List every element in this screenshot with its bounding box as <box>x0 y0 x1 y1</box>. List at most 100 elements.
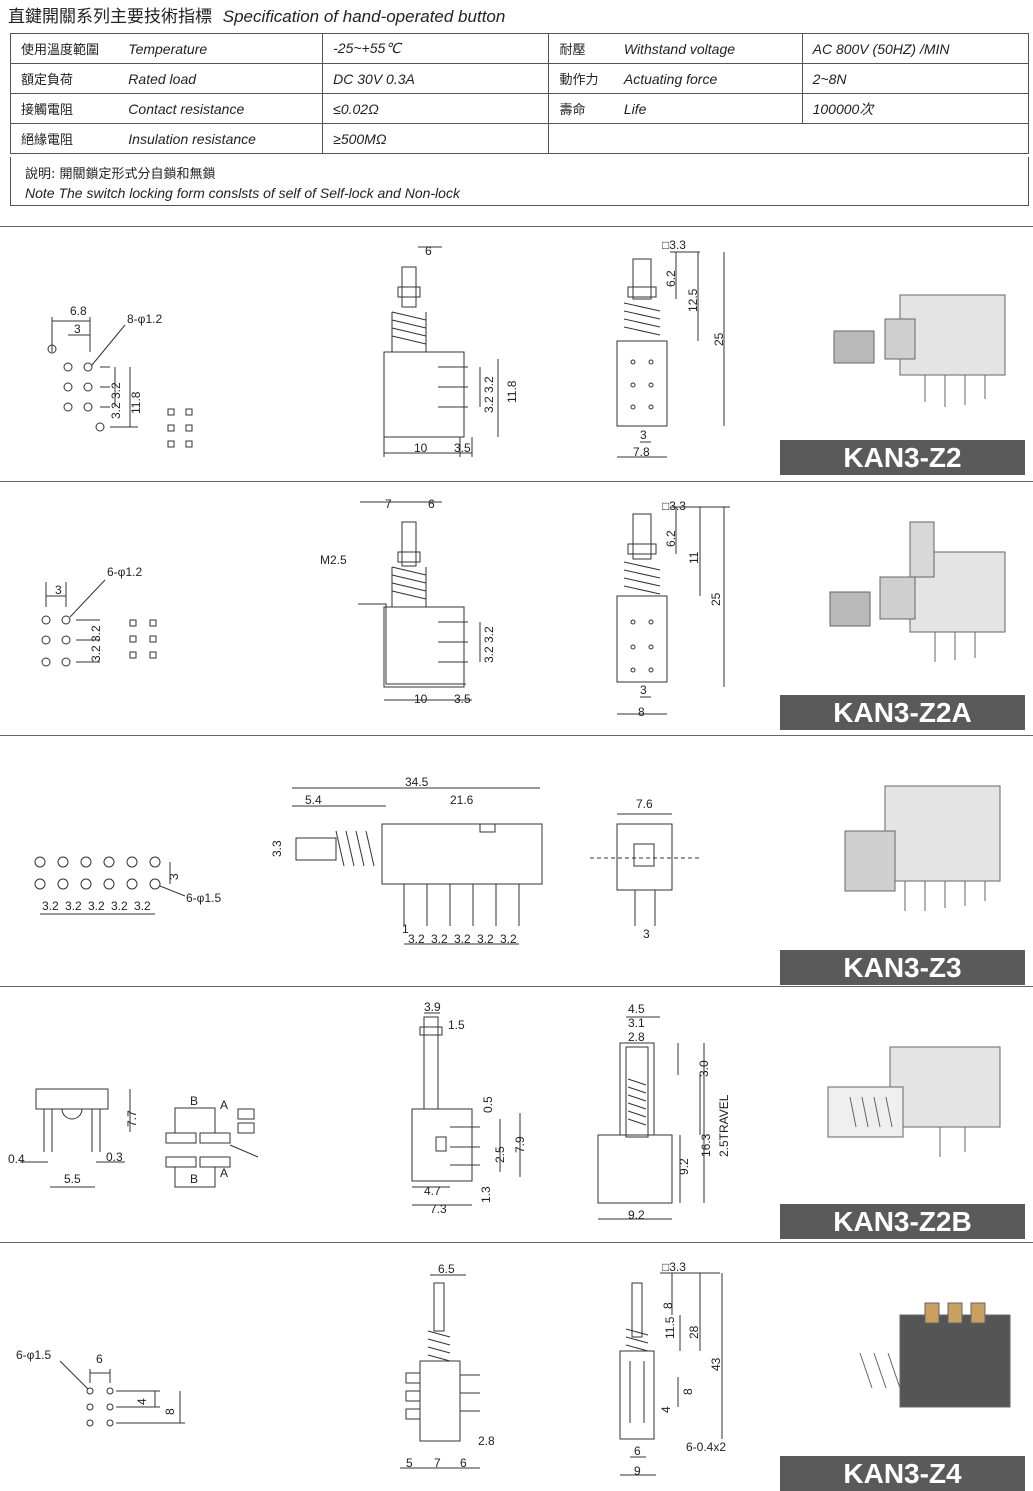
dim-label: 4 <box>659 1406 673 1413</box>
table-row: 額定負荷 Rated load DC 30V 0.3A 動作力 Actuatin… <box>10 63 1030 94</box>
product-photo <box>859 1302 1011 1408</box>
dim-label: 25 <box>712 332 726 346</box>
dim-label: 5.5 <box>64 1172 81 1186</box>
spec-value: DC 30V 0.3A <box>322 63 550 94</box>
spec-value: -25~+55℃ <box>322 33 550 64</box>
page-title: 直鍵開關系列主要技術指標 Specification of hand-opera… <box>8 2 505 27</box>
model-label: KAN3-Z4 <box>780 1456 1025 1491</box>
dim-label: 6.8 <box>70 304 87 318</box>
section-divider <box>0 481 1033 482</box>
section-kan3-z2a: 3 6-φ1.2 3.2 3.2 7 6 M2.5 3.2 3.2 10 3.5 <box>0 482 1033 734</box>
dim-label: 28 <box>687 1325 701 1339</box>
table-row: 絕緣電阻 Insulation resistance ≥500MΩ <box>10 123 1029 154</box>
pcb-footprint <box>20 1088 259 1188</box>
dim-label: 25 <box>709 592 723 606</box>
dim-label: 6-φ1.5 <box>186 891 221 905</box>
dim-label: 3.1 <box>628 1016 645 1030</box>
dim-label: 0.4 <box>8 1152 25 1166</box>
dim-label: 3.2 <box>500 932 517 946</box>
table-row: 接觸電阻 Contact resistance ≤0.02Ω 壽命 Life 1… <box>10 93 1030 124</box>
spec-label-cn: 額定負荷 <box>10 63 119 94</box>
spec-label-cn: 壽命 <box>548 93 614 124</box>
side-view <box>358 501 481 701</box>
dim-label: 6 <box>428 497 435 511</box>
spec-value: 2~8N <box>801 63 1030 94</box>
dim-label: 6 <box>460 1456 467 1470</box>
spec-label-cn: 耐壓 <box>548 33 614 64</box>
spec-label-en: Contact resistance <box>118 93 324 124</box>
dim-label: 3.2 <box>454 932 471 946</box>
product-photo <box>833 294 1006 407</box>
note-box: 說明: 開關鎖定形式分自鎖和無鎖 Note The switch locking… <box>10 157 1029 206</box>
dim-label: 3.2 <box>89 625 103 642</box>
model-label: KAN3-Z2B <box>780 1204 1025 1239</box>
dim-label: 3.3 <box>270 840 284 857</box>
dim-label: 6-0.4x2 <box>686 1440 726 1454</box>
kan3-z4-drawings: 6-φ1.5 6 4 8 6.5 2.8 5 7 6 □3.3 8 11 <box>16 1260 1011 1478</box>
dim-label: 1.5 <box>448 1018 465 1032</box>
dim-label: 5.4 <box>305 793 322 807</box>
dim-label: 7.8 <box>633 445 650 459</box>
spec-table: 使用溫度範圍 Temperature -25~+55℃ 耐壓 Withstand… <box>10 33 1030 154</box>
front-view <box>597 1016 705 1220</box>
side-view <box>292 787 543 945</box>
dim-label: 6-φ1.5 <box>16 1348 51 1362</box>
kan3-z2b-drawings: 7.7 0.4 0.3 5.5 B A B A 3.9 1.5 0.5 2.5 … <box>8 1000 1001 1222</box>
dim-label: 3.2 <box>88 899 105 913</box>
dim-label: □3.3 <box>662 1260 686 1274</box>
dim-label: 3.2 <box>111 899 128 913</box>
dim-label: 8-φ1.2 <box>127 312 162 326</box>
spec-empty-cell <box>548 123 1029 154</box>
dim-label: 11.8 <box>129 391 143 414</box>
section-divider <box>0 1242 1033 1243</box>
kan3-z2-drawings: 6.8 3 8-φ1.2 3.2 3.2 11.8 6 3.2 3.2 11.8… <box>47 238 1006 459</box>
dim-label: 3 <box>640 683 647 697</box>
dim-label: 3.2 <box>109 402 123 419</box>
dim-label: 7 <box>434 1456 441 1470</box>
front-view <box>616 251 725 458</box>
dim-label: 9.2 <box>677 1158 691 1175</box>
dim-label: 3.2 <box>477 932 494 946</box>
title-en: Specification of hand-operated button <box>222 7 506 26</box>
front-view <box>619 1272 723 1476</box>
dim-label: 8 <box>638 705 645 719</box>
dim-label: 12.5 <box>686 288 700 312</box>
section-kan3-z2: 6.8 3 8-φ1.2 3.2 3.2 11.8 6 3.2 3.2 11.8… <box>0 227 1033 480</box>
dim-label: 34.5 <box>405 775 429 789</box>
dim-label: 11.5 <box>663 1316 677 1339</box>
kan3-z2a-drawings: 3 6-φ1.2 3.2 3.2 7 6 M2.5 3.2 3.2 10 3.5 <box>41 497 1006 719</box>
dim-label: 8 <box>681 1388 695 1395</box>
dim-label: 3 <box>643 927 650 941</box>
dim-label: 11 <box>687 551 701 564</box>
dim-label: B <box>190 1094 198 1108</box>
dim-label: 10 <box>414 692 428 706</box>
side-view <box>400 1274 480 1469</box>
dim-label: 8 <box>661 1302 675 1309</box>
side-view <box>383 246 499 457</box>
dim-label: 6 <box>96 1352 103 1366</box>
spec-label-en: Insulation resistance <box>118 123 324 154</box>
dim-label: 1.3 <box>479 1186 493 1203</box>
dim-label: 3.5 <box>454 692 471 706</box>
dim-label: 3.2 <box>109 382 123 399</box>
dim-label: 3 <box>55 583 62 597</box>
dim-label: 7.9 <box>513 1136 527 1153</box>
pcb-footprint <box>41 579 157 667</box>
spec-value: 100000次 <box>801 93 1030 124</box>
pcb-footprint <box>34 856 186 915</box>
dim-label: 3 <box>167 873 181 880</box>
dim-label: 0.5 <box>481 1096 495 1113</box>
dim-label: 3.2 <box>482 626 496 643</box>
spec-value: ≤0.02Ω <box>322 93 550 124</box>
note-cn: 說明: 開關鎖定形式分自鎖和無鎖 <box>25 167 216 182</box>
product-photo <box>827 1046 1001 1157</box>
dim-label: A <box>220 1166 228 1180</box>
spec-label-en: Actuating force <box>613 63 803 94</box>
dim-label: 43 <box>709 1357 723 1371</box>
model-label: KAN3-Z2A <box>780 695 1025 730</box>
dim-label: 5 <box>406 1456 413 1470</box>
spec-label-cn: 絕緣電阻 <box>10 123 119 154</box>
section-divider <box>0 226 1033 227</box>
front-view <box>616 506 730 715</box>
dim-label: 2.5 <box>493 1146 507 1163</box>
